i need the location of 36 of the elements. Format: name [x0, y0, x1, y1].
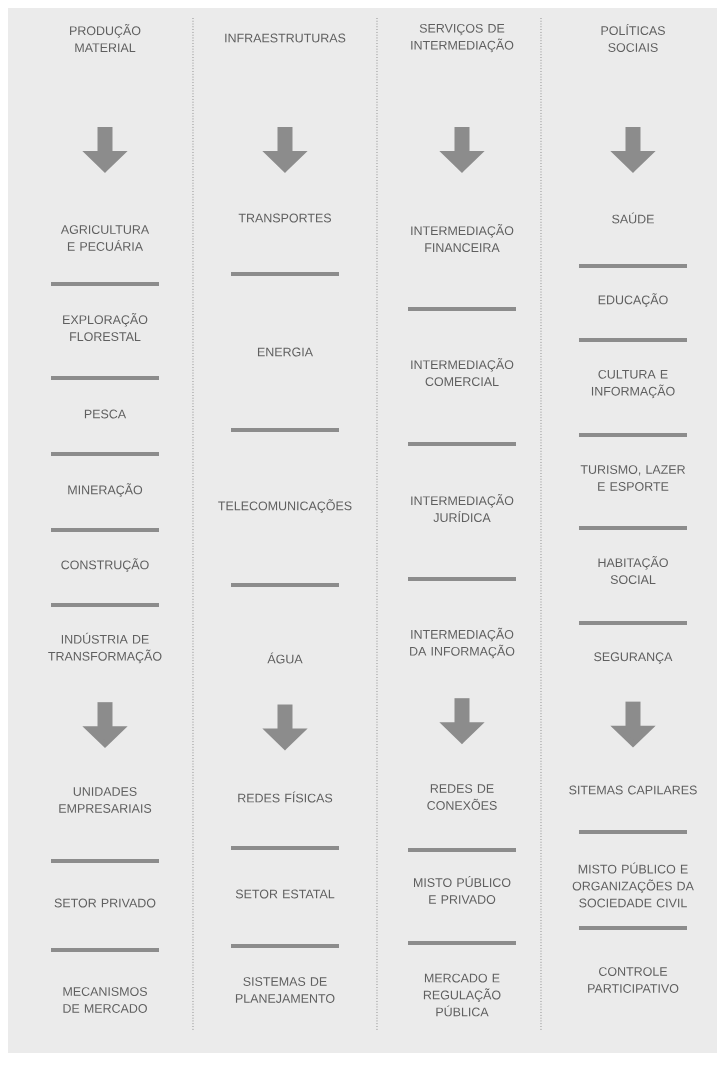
- item-label: UNIDADES EMPRESARIAIS: [59, 787, 152, 813]
- item-label: MERCADO E REGULAÇÃO PÚBLICA: [423, 973, 501, 1017]
- item-label: REDES FÍSICAS: [238, 791, 333, 803]
- item-label: TRANSPORTES: [238, 213, 331, 223]
- item-label: SISTEMAS DE PLANEJAMENTO: [235, 977, 335, 1003]
- item-label: MISTO PÚBLICO E PRIVADO: [414, 876, 511, 904]
- item-label: REDES DE CONEXÕES: [427, 784, 497, 810]
- item-label: CONTROLE PARTICIPATIVO: [588, 967, 679, 993]
- item-label: SAÚDE: [612, 212, 654, 224]
- column-heading: PRODUÇÃO MATERIAL: [70, 24, 141, 52]
- column-heading: POLÍTICAS SOCIAIS: [601, 24, 665, 52]
- item-label: EXPLORAÇÃO FLORESTAL: [63, 313, 148, 341]
- item-label: AGRICULTURA E PECUÁRIA: [60, 225, 150, 251]
- item-label: INTERMEDIAÇÃO DA INFORMAÇÃO: [410, 627, 515, 659]
- item-label: MISTO PÚBLICO E ORGANIZAÇÕES DA SOCIEDADE CIVIL: [572, 862, 694, 908]
- item-label: MINERAÇÃO: [68, 483, 143, 497]
- item-label: SETOR ESTATAL: [235, 889, 335, 899]
- item-label: ÁGUA: [267, 652, 303, 664]
- item-label: ENERGIA: [258, 347, 313, 357]
- column-heading: SERVIÇOS DE INTERMEDIAÇÃO: [411, 23, 514, 53]
- item-label: SETOR PRIVADO: [54, 898, 156, 908]
- item-label: HABITAÇÃO SOCIAL: [598, 556, 668, 584]
- item-label: EDUCAÇÃO: [598, 293, 668, 307]
- item-label: SITEMAS CAPILARES: [569, 785, 697, 795]
- column-heading: INFRAESTRUTURAS: [225, 33, 346, 43]
- item-label: TURISMO, LAZER E ESPORTE: [580, 465, 685, 491]
- item-label: INTERMEDIAÇÃO JURÍDICA: [411, 494, 514, 522]
- item-label: INTERMEDIAÇÃO COMERCIAL: [411, 358, 514, 386]
- item-label: SEGURANÇA: [594, 652, 673, 664]
- item-label: PESCA: [84, 409, 127, 419]
- item-label: TELECOMUNICAÇÕES: [218, 499, 352, 513]
- item-label: CULTURA E INFORMAÇÃO: [591, 369, 675, 399]
- item-label: MECANISMOS DE MERCADO: [63, 987, 147, 1013]
- item-label: INTERMEDIAÇÃO FINANCEIRA: [411, 224, 514, 252]
- item-label: CONSTRUÇÃO: [61, 558, 149, 572]
- item-label: INDÚSTRIA DE TRANSFORMAÇÃO: [48, 632, 162, 664]
